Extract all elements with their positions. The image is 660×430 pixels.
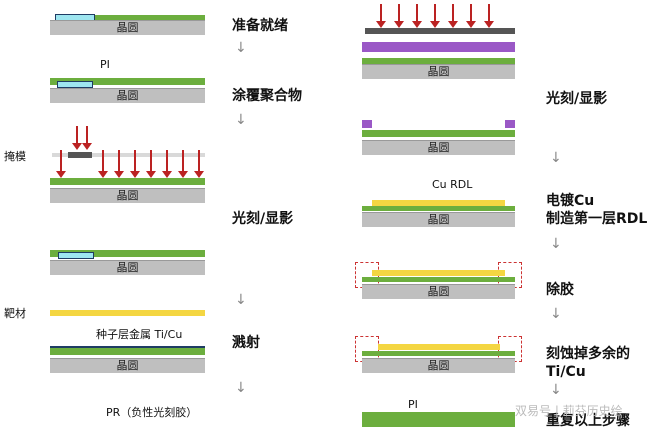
r4-yellow: [372, 270, 505, 276]
uv-arrow: [114, 150, 124, 178]
r6-green: [362, 412, 515, 427]
uv-arrow: [98, 150, 108, 178]
s3-wafer: 晶圆: [50, 188, 205, 203]
right-step-etch: 刻蚀掉多余的 Ti/Cu: [546, 346, 630, 380]
target-label: 靶材: [4, 307, 26, 320]
uv-arrow: [162, 150, 172, 178]
r1-wafer: 晶圆: [362, 64, 515, 79]
target-bar: [50, 310, 205, 316]
s5-wafer: 晶圆: [50, 358, 205, 373]
uv-arrow: [56, 150, 66, 178]
watermark: 双易号 | 莉芬历史绘: [515, 404, 623, 418]
s2-cyan: [57, 81, 93, 88]
r3-wafer: 晶圆: [362, 212, 515, 227]
r4-wafer: 晶圆: [362, 284, 515, 299]
s4-green: [50, 250, 205, 257]
r5-green: [362, 351, 515, 356]
uv-arrow: [194, 150, 204, 178]
uv-arrow: [130, 150, 140, 178]
uv-arrow: [376, 4, 386, 28]
r-green1: [362, 58, 515, 64]
arrow-down-icon: ↓: [550, 150, 562, 166]
mask-label: 掩模: [4, 150, 26, 163]
s1-wafer: 晶圆: [50, 20, 205, 35]
r2-wafer: 晶圆: [362, 140, 515, 155]
arrow-down-icon: ↓: [235, 112, 247, 128]
arrow-down-icon: ↓: [550, 236, 562, 252]
right-step-plate: 电镀Cu 制造第一层RDL: [546, 193, 648, 227]
r2-purple-r: [505, 120, 515, 128]
step-label-coat: 涂覆聚合物: [232, 88, 302, 104]
cu-rdl-label: Cu RDL: [432, 178, 473, 191]
arrow-down-icon: ↓: [550, 306, 562, 322]
step-label-litho: 光刻/显影: [232, 211, 294, 227]
mask-block: [68, 152, 92, 158]
s5-navy: [50, 346, 205, 348]
pr-label: PR（负性光刻胶）: [106, 406, 198, 419]
step-label-ready: 准备就绪: [232, 18, 288, 34]
uv-arrow: [72, 126, 82, 150]
pi-label: PI: [100, 58, 110, 71]
uv-arrow: [412, 4, 422, 28]
r3-yellow: [372, 200, 505, 206]
s2-green: [50, 78, 205, 85]
r-purple: [362, 42, 515, 52]
r2-green: [362, 130, 515, 137]
s1-pad: [95, 15, 205, 20]
uv-arrow: [466, 4, 476, 28]
uv-arrow: [484, 4, 494, 28]
r-mask: [365, 28, 515, 34]
uv-arrow: [430, 4, 440, 28]
uv-arrow: [146, 150, 156, 178]
pi-right-label: PI: [408, 398, 418, 411]
arrow-down-icon: ↓: [235, 292, 247, 308]
right-step-litho: 光刻/显影: [546, 91, 608, 107]
seed-label: 种子层金属 Ti/Cu: [96, 328, 183, 341]
s3-green: [50, 178, 205, 185]
uv-arrow: [448, 4, 458, 28]
s4-cyan: [58, 252, 94, 259]
right-step-strip: 除胶: [546, 282, 574, 298]
s5-green: [50, 348, 205, 355]
r4-green: [362, 277, 515, 282]
right-step-repeat: 重复以上步骤: [546, 413, 630, 429]
s2-wafer: 晶圆: [50, 88, 205, 103]
r5-wafer: 晶圆: [362, 358, 515, 373]
uv-arrow: [394, 4, 404, 28]
mask-bar: [52, 153, 205, 157]
s4-wafer: 晶圆: [50, 260, 205, 275]
arrow-down-icon: ↓: [550, 382, 562, 398]
r3-green: [362, 206, 515, 211]
uv-arrow: [178, 150, 188, 178]
step-label-sputter: 溅射: [232, 335, 260, 351]
r2-purple-l: [362, 120, 372, 128]
uv-arrow: [82, 126, 92, 150]
arrow-down-icon: ↓: [235, 380, 247, 396]
arrow-down-icon: ↓: [235, 40, 247, 56]
r5-yellow: [378, 344, 500, 350]
